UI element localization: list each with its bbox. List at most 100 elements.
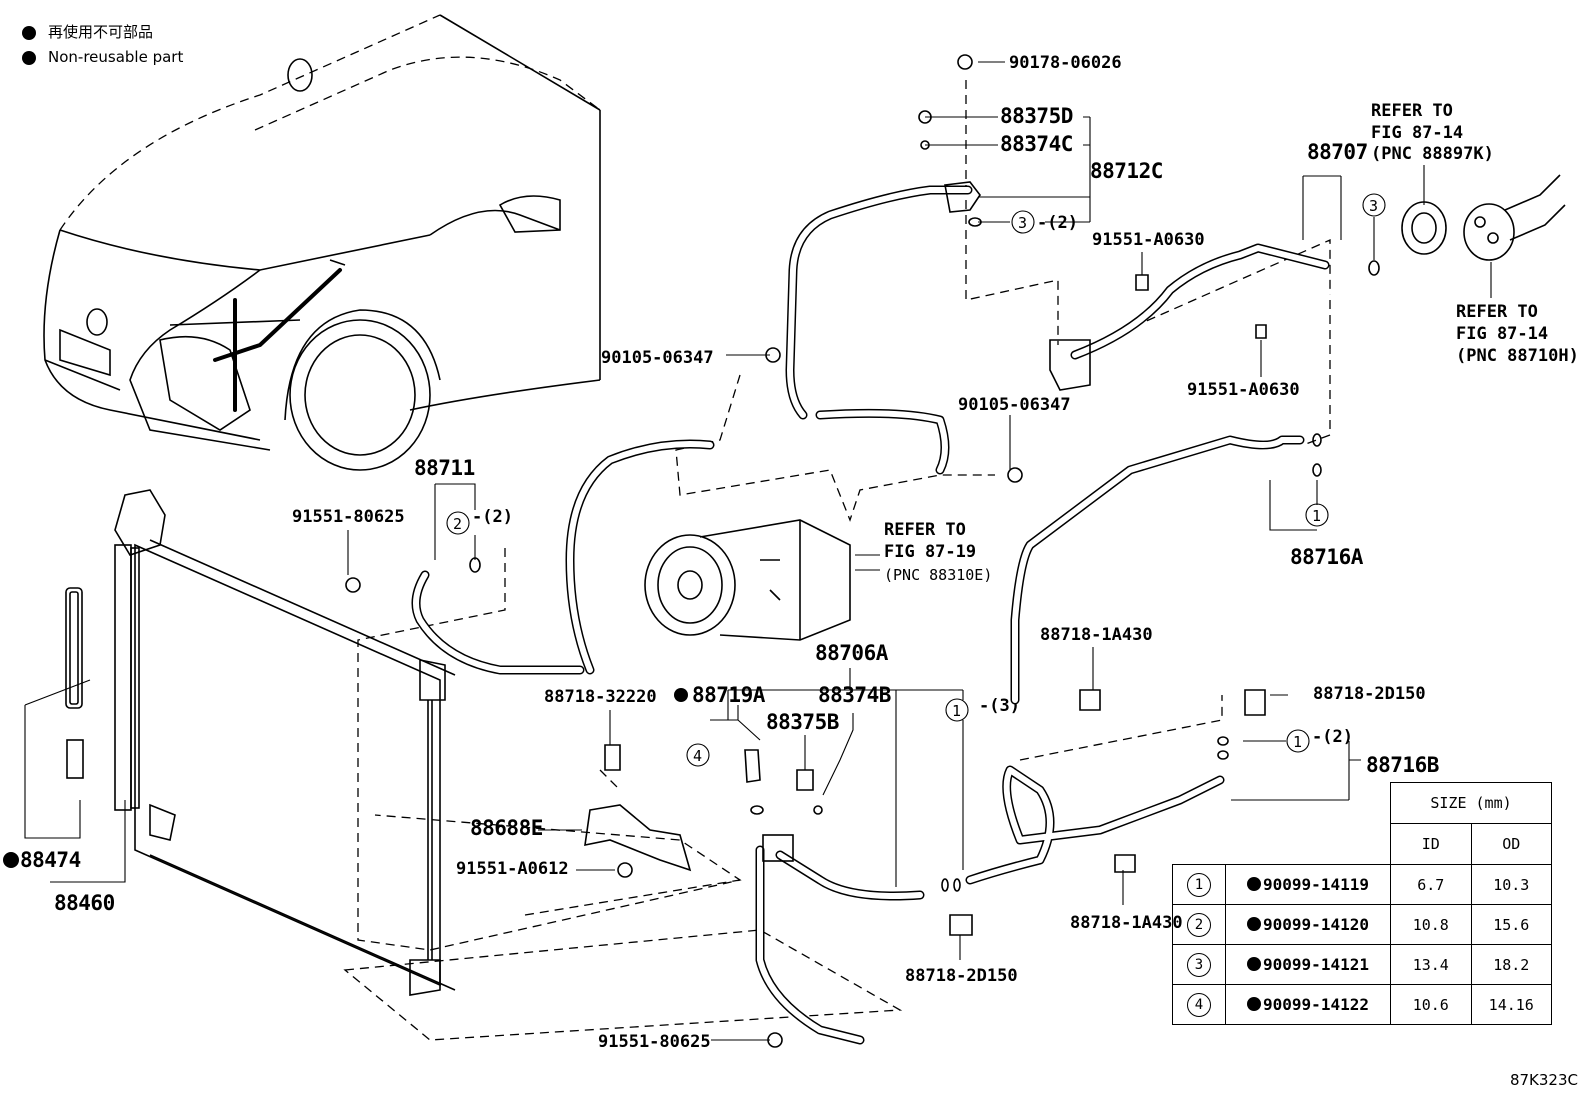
refer-mid-line1: REFER TO: [884, 520, 966, 540]
compressor: [644, 519, 851, 641]
inner-diameter: 10.8: [1390, 904, 1472, 945]
label-90105-06347-b: 90105-06347: [958, 395, 1071, 415]
label-88374C: 88374C: [1000, 132, 1073, 156]
ring-ref-1-a: 1: [1312, 507, 1321, 525]
label-88707: 88707: [1307, 140, 1368, 164]
o-ring-icon: [1312, 433, 1322, 447]
outer-diameter: 14.16: [1470, 984, 1552, 1025]
label-88374B: 88374B: [818, 683, 891, 707]
leader-lines: [24, 61, 1492, 1041]
label-88688E: 88688E: [470, 816, 543, 840]
ring-ref-1-b: 1: [952, 702, 961, 720]
evaporator-block: [1463, 203, 1515, 261]
label-qty-2-c: -(2): [1312, 727, 1353, 747]
bolt-icon: [1007, 467, 1023, 483]
o-ring-icon: [1368, 260, 1380, 276]
refer-mid-line2: FIG 87-19: [884, 542, 976, 562]
o-ring-icon: [469, 557, 481, 573]
o-ring-icon: [1217, 736, 1229, 746]
outer-diameter: 10.3: [1470, 864, 1552, 905]
o-ring-icon: [750, 805, 764, 815]
size-table-row: 3 90099-14121 13.4 18.2: [1172, 944, 1552, 985]
non-reusable-dot-icon: [3, 852, 19, 868]
label-qty-3: -(3): [979, 696, 1020, 716]
bolt-icon: [765, 347, 781, 363]
label-88718-2D150-a: 88718-2D150: [1313, 684, 1426, 704]
vehicle-outline: [43, 14, 601, 471]
ring-ref-4: 4: [693, 747, 702, 765]
nut-icon: [957, 54, 973, 70]
label-88474: 88474: [20, 848, 81, 872]
label-88706A: 88706A: [815, 641, 889, 665]
pressure-switch-icon: [744, 749, 761, 783]
ring-ref-circle: [446, 511, 470, 535]
o-ring-icon: [968, 217, 982, 227]
label-91551-80625-a: 91551-80625: [292, 507, 405, 527]
ring-ref-circle: [945, 698, 969, 722]
outer-diameter: 18.2: [1470, 944, 1552, 985]
col-od-header: OD: [1470, 823, 1552, 865]
refer-right-line3: (PNC 88710H): [1456, 346, 1579, 366]
label-qty-2: -(2): [472, 507, 513, 527]
non-reusable-dot-icon: [22, 25, 36, 40]
label-88716A: 88716A: [1290, 545, 1364, 569]
refer-right-line1: REFER TO: [1456, 302, 1538, 322]
non-reusable-dot-icon: [1247, 957, 1262, 971]
label-88716B: 88716B: [1366, 753, 1439, 777]
refer-top-line3: (PNC 88897K): [1371, 144, 1494, 164]
inner-diameter: 6.7: [1390, 864, 1472, 905]
outer-diameter: 15.6: [1470, 904, 1552, 945]
ref-circle: 2: [1187, 912, 1211, 937]
bracket-icon: [1049, 339, 1091, 391]
label-90178-06026: 90178-06026: [1009, 53, 1122, 73]
condenser: [65, 489, 456, 996]
desiccant-plug: [66, 739, 84, 779]
pipes: [411, 185, 1330, 1045]
label-88712C: 88712C: [1090, 159, 1163, 183]
label-qty-2-top: -(2): [1037, 213, 1078, 233]
fitting-block: [762, 834, 794, 862]
size-header: SIZE (mm): [1390, 782, 1552, 824]
ring-ref-1-c: 1: [1293, 733, 1302, 751]
label-88718-1A430-a: 88718-1A430: [1040, 625, 1153, 645]
label-88711: 88711: [414, 456, 475, 480]
clamp-icon: [1079, 689, 1101, 711]
part-labels: 90178-06026 88375D 88374C 88712C -(2) 91…: [20, 53, 1579, 1052]
label-88375D: 88375D: [1000, 104, 1073, 128]
bolt-icon: [767, 1032, 783, 1048]
ref-circle: 1: [1187, 872, 1211, 897]
label-91551-80625-b: 91551-80625: [598, 1032, 711, 1052]
expansion-valve-seal: [1401, 201, 1447, 255]
inner-diameter: 10.6: [1390, 984, 1472, 1025]
clamp-icon: [949, 914, 973, 936]
non-reusable-dot-icon: [1247, 997, 1262, 1011]
fasteners: [345, 54, 1566, 1048]
part-number: 90099-14120: [1263, 915, 1369, 934]
size-table-subheader-row: ID OD: [1173, 823, 1552, 865]
refer-mid-line3: (PNC 88310E): [884, 566, 992, 584]
ring-ref-2: 2: [453, 515, 462, 533]
circled-refs: 3 3 2 1 1 4 1: [446, 193, 1386, 767]
o-ring-size-table: SIZE (mm) ID OD 1 90099-14119 6.7 10.3 2…: [1172, 782, 1552, 1025]
label-88718-2D150-b: 88718-2D150: [905, 966, 1018, 986]
ring-ref-3-right: 3: [1369, 197, 1378, 215]
valve-core-icon: [813, 805, 823, 815]
ref-circle: 3: [1187, 952, 1211, 977]
cap-icon: [796, 769, 814, 791]
label-88718-1A430-b: 88718-1A430: [1070, 913, 1183, 933]
part-number: 90099-14119: [1263, 875, 1369, 894]
non-reusable-markers: [3, 688, 688, 868]
legend: 再使用不可部品 Non-reusable part: [22, 20, 183, 70]
receiver-strainer: [65, 587, 83, 709]
ring-ref-circle: [1011, 210, 1035, 234]
bracket-icon: [584, 804, 692, 872]
refer-right-line2: FIG 87-14: [1456, 324, 1548, 344]
ring-ref-3-top: 3: [1018, 214, 1027, 232]
label-91551-A0630-b: 91551-A0630: [1187, 380, 1300, 400]
service-valve: [944, 181, 981, 213]
bolt-icon: [617, 862, 633, 878]
size-table-row: 2 90099-14120 10.8 15.6: [1172, 904, 1552, 945]
legend-en-text: Non-reusable part: [48, 48, 184, 66]
ring-ref-circle: [1286, 729, 1310, 753]
